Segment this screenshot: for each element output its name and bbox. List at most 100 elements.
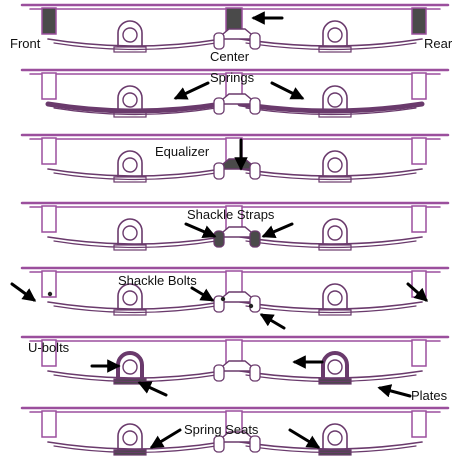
leaf-spring-front <box>47 441 223 450</box>
label-shackle-bolts: Shackle Bolts <box>118 273 197 288</box>
label-equalizer: Equalizer <box>155 144 210 159</box>
axle-tube <box>327 359 343 375</box>
label-shackle-straps: Shackle Straps <box>187 207 275 222</box>
equalizer <box>215 226 259 238</box>
leaf-spring-lower <box>245 240 417 249</box>
label-plates: Plates <box>411 388 448 403</box>
u-bolt <box>322 20 348 48</box>
hanger-rear <box>411 7 427 35</box>
suspension-panel-hangers <box>20 3 450 53</box>
hanger-front <box>41 72 57 100</box>
hanger-rear <box>411 137 427 165</box>
hanger-front <box>41 410 57 438</box>
shackle-bolt <box>220 296 226 302</box>
leaf-spring-rear <box>239 236 423 245</box>
axle-tube <box>122 290 138 306</box>
leaf-spring-lower <box>53 445 217 454</box>
hanger-front <box>41 339 57 367</box>
leaf-spring-lower <box>53 240 217 249</box>
u-bolt <box>322 150 348 178</box>
leaf-spring-lower <box>53 107 217 116</box>
u-bolt <box>117 423 143 451</box>
hanger-rear <box>411 339 427 367</box>
suspension-panel-equalizer <box>20 133 450 183</box>
shackle-strap-left <box>213 364 225 382</box>
leaf-spring-front <box>47 370 223 379</box>
arrow-seat-right <box>288 428 321 449</box>
axle-tube <box>122 359 138 375</box>
shackle-strap-right <box>249 97 261 115</box>
axle-tube <box>327 92 343 108</box>
arrows-layer <box>10 11 429 449</box>
leaf-spring-front <box>47 301 223 310</box>
equalizer <box>215 360 259 372</box>
u-bolt <box>117 85 143 113</box>
label-u-bolts: U-bolts <box>28 340 70 355</box>
leaf-spring-rear <box>239 301 423 310</box>
leaf-spring-lower <box>245 107 417 116</box>
shackle-strap-right <box>249 162 261 180</box>
equalizer <box>215 93 259 105</box>
leaf-spring-front <box>47 168 223 177</box>
arrow-plate-right <box>377 384 412 398</box>
shackle-strap-right <box>249 32 261 50</box>
shackle-strap-left <box>213 32 225 50</box>
arrow-plate-left <box>137 381 168 397</box>
axle-tube <box>122 27 138 43</box>
leaf-spring-lower <box>53 172 217 181</box>
equalizer <box>215 28 259 40</box>
hanger-front <box>41 7 57 35</box>
leaf-spring-lower <box>53 305 217 314</box>
leaf-spring-lower <box>245 172 417 181</box>
label-center: Center <box>210 49 250 64</box>
leaf-spring-rear <box>239 370 423 379</box>
label-springs: Springs <box>210 70 255 85</box>
hanger-front <box>41 205 57 233</box>
shackle-strap-right <box>249 435 261 453</box>
leaf-spring-front <box>45 101 225 114</box>
suspension-panel-shackle-bolts <box>20 266 450 316</box>
label-spring-seats: Spring Seats <box>184 422 259 437</box>
arrow-bolt-left <box>190 286 215 302</box>
arrow-strap-right <box>261 222 294 238</box>
suspension-panel-u-bolts-plates <box>20 335 450 385</box>
u-bolt <box>322 85 348 113</box>
axle-tube <box>122 92 138 108</box>
hanger-rear <box>411 205 427 233</box>
axle-tube <box>327 225 343 241</box>
shackle-strap-left <box>213 230 225 248</box>
leaf-spring-rear <box>239 168 423 177</box>
suspension-panel-springs <box>20 68 450 118</box>
shackle-strap-right <box>249 230 261 248</box>
u-bolt <box>117 150 143 178</box>
shackle-strap-left <box>213 435 225 453</box>
arrow-strap-left <box>184 222 217 238</box>
axle-tube <box>327 27 343 43</box>
arrow-springs-left <box>173 81 210 100</box>
u-bolt <box>117 20 143 48</box>
label-front: Front <box>10 36 41 51</box>
leaf-spring-lower <box>245 42 417 51</box>
u-bolt <box>117 218 143 246</box>
shackle-strap-right <box>249 364 261 382</box>
leaf-spring-front <box>47 236 223 245</box>
leaf-spring-rear <box>239 38 423 47</box>
leaf-spring-lower <box>245 374 417 383</box>
leaf-spring-lower <box>245 445 417 454</box>
u-bolt <box>322 423 348 451</box>
shackle-strap-left <box>213 162 225 180</box>
suspension-panel-shackle-straps <box>20 201 450 251</box>
axle-tube <box>327 290 343 306</box>
hanger-rear <box>411 72 427 100</box>
hanger-front <box>41 137 57 165</box>
suspension-panel-spring-seats <box>20 406 450 456</box>
leaf-spring-lower <box>53 42 217 51</box>
equalizer <box>215 291 259 303</box>
label-rear: Rear <box>424 36 453 51</box>
shackle-bolt <box>47 291 53 297</box>
axle-tube <box>122 430 138 446</box>
leaf-spring-lower <box>245 305 417 314</box>
u-bolt <box>322 283 348 311</box>
arrow-bolt-right <box>259 313 286 330</box>
